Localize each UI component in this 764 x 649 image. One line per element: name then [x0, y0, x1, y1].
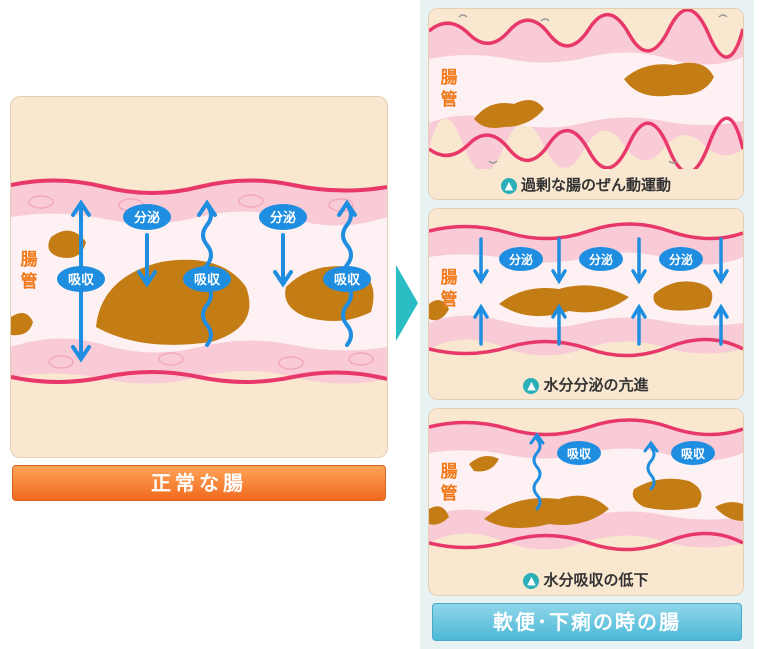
svg-text:吸収: 吸収 — [68, 273, 95, 288]
normal-intestine-diagram: 分泌 分泌 吸収 吸収 吸収 — [11, 178, 387, 384]
intestine-label: 腸管 — [20, 250, 38, 292]
peristalsis-caption: ▲過剰な腸のぜん動運動 — [429, 174, 743, 195]
secretion-pill-b: 分泌 — [579, 247, 623, 271]
svg-text:分泌: 分泌 — [270, 210, 296, 226]
svg-text:吸収: 吸収 — [194, 273, 221, 288]
svg-text:吸収: 吸収 — [567, 447, 592, 461]
svg-text:分泌: 分泌 — [589, 252, 613, 267]
secretion-caption: ▲水分分泌の亢進 — [429, 374, 743, 395]
peristalsis-diagram — [429, 9, 743, 169]
secretion-diagram: 分泌 分泌 分泌 — [429, 222, 743, 358]
transition-arrow-icon — [396, 265, 418, 341]
arrow-up-icon: ▲ — [523, 378, 540, 394]
absorption-diagram: 吸収 吸収 — [429, 418, 743, 552]
secretion-panel: 分泌 分泌 分泌 腸管 ▲水分分泌の亢進 — [428, 208, 744, 400]
lower-wall — [11, 370, 387, 384]
absorption-caption: ▲水分吸収の低下 — [429, 569, 743, 590]
secretion-pill-1: 分泌 — [123, 204, 171, 230]
secretion-pill-2: 分泌 — [259, 204, 307, 230]
absorption-pill-3: 吸収 — [323, 266, 371, 292]
svg-text:吸収: 吸収 — [334, 273, 361, 288]
arrow-up-icon: ▲ — [500, 178, 517, 194]
upper-wall — [11, 178, 387, 195]
absorption-panel: 吸収 吸収 腸管 ▲水分吸収の低下 — [428, 408, 744, 596]
caption-text: 過剰な腸のぜん動運動 — [520, 176, 671, 194]
intestine-label: 腸管 — [440, 462, 458, 504]
svg-text:分泌: 分泌 — [509, 252, 533, 267]
arrow-up-icon: ▲ — [523, 573, 540, 589]
secretion-pill-a: 分泌 — [499, 247, 543, 271]
normal-intestine-panel: 分泌 分泌 吸収 吸収 吸収 腸管 — [10, 96, 388, 458]
absorption-pill-b: 吸収 — [671, 441, 715, 465]
absorption-pill-1: 吸収 — [57, 266, 105, 292]
caption-text: 水分吸収の低下 — [543, 571, 649, 589]
absorption-pill-a: 吸収 — [557, 441, 601, 465]
caption-text: 水分分泌の亢進 — [543, 376, 649, 394]
normal-intestine-title: 正常な腸 — [12, 465, 386, 501]
diarrhea-intestine-title: 軟便･下痢の時の腸 — [432, 603, 742, 641]
intestine-label: 腸管 — [440, 68, 458, 110]
svg-text:分泌: 分泌 — [134, 210, 160, 226]
intestine-label: 腸管 — [440, 268, 458, 310]
svg-text:吸収: 吸収 — [681, 447, 706, 461]
cell-pattern — [28, 194, 374, 370]
peristalsis-panel: 腸管 ▲過剰な腸のぜん動運動 — [428, 8, 744, 200]
secretion-pill-c: 分泌 — [659, 247, 703, 271]
svg-text:分泌: 分泌 — [669, 252, 693, 267]
absorption-pill-2: 吸収 — [183, 266, 231, 292]
